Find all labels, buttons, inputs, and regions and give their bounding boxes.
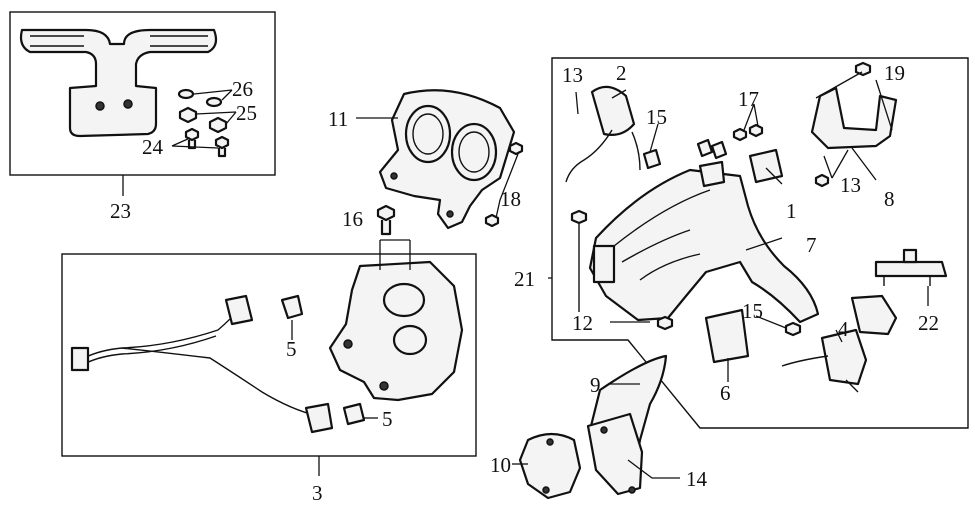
reflector-4 <box>850 294 898 336</box>
callout-6: 6 <box>720 381 731 405</box>
callout-11: 11 <box>328 107 348 131</box>
signal-wire <box>565 129 641 183</box>
callout-16: 16 <box>342 207 363 231</box>
callout-1: 1 <box>786 199 797 223</box>
nut-13-right <box>814 173 830 188</box>
bracket-8 <box>810 86 898 150</box>
harness-connector <box>70 346 90 372</box>
screw-18b <box>484 213 500 228</box>
callout-9: 9 <box>590 373 601 397</box>
nut-25a <box>178 106 198 124</box>
headlight-lens-upper <box>382 282 426 318</box>
screw-24a <box>184 127 200 150</box>
callout-7: 7 <box>806 233 817 257</box>
nut-25b <box>208 116 228 134</box>
reflector-1 <box>748 148 784 184</box>
bulb-5-lower <box>342 402 366 426</box>
callout-24: 24 <box>142 135 164 159</box>
washer-26a <box>177 88 195 100</box>
callout-3: 3 <box>312 481 323 505</box>
screw-18a <box>508 141 524 156</box>
screws-17 <box>732 123 764 142</box>
callout-10: 10 <box>490 453 511 477</box>
license-light-6 <box>704 308 750 364</box>
bulb-socket-lower <box>304 402 334 434</box>
inset-frame <box>9 11 276 176</box>
callout-12: 12 <box>572 311 593 335</box>
connector-15-upper <box>642 148 662 170</box>
callout-4: 4 <box>838 317 849 341</box>
headlight-wire-harness <box>83 307 319 417</box>
clip-pair <box>696 138 728 160</box>
bracket-10 <box>518 432 582 500</box>
fender-group <box>548 57 969 429</box>
bracket-hole-left <box>95 101 105 111</box>
fender-bracket <box>698 160 726 188</box>
callout-labels: 1 2 3 4 5 5 6 7 8 9 10 11 12 13 13 14 15… <box>110 61 939 505</box>
headlight-frame <box>61 253 477 457</box>
turn-signal-2 <box>590 85 636 136</box>
bracket-hole-right <box>123 99 133 109</box>
headlight-lens-lower <box>392 324 428 356</box>
rear-fender <box>588 168 820 324</box>
turn-signal-4 <box>820 328 868 386</box>
callout-13-left: 13 <box>562 63 583 87</box>
bolt-12-lower <box>656 315 674 331</box>
bolt-12-upper <box>570 209 588 225</box>
meter-housing-group <box>356 89 524 230</box>
callout-18: 18 <box>500 187 521 211</box>
license-plate-bracket <box>19 28 218 138</box>
callout-5-upper: 5 <box>286 337 297 361</box>
screw-24b <box>214 135 230 158</box>
bulb-5-upper <box>280 294 304 320</box>
headlight-group <box>61 204 477 476</box>
callout-21: 21 <box>514 267 535 291</box>
callout-8: 8 <box>884 187 895 211</box>
callout-25: 25 <box>236 101 257 125</box>
callout-26: 26 <box>232 77 253 101</box>
callout-19: 19 <box>884 61 905 85</box>
fender-frame <box>551 57 969 429</box>
inset-license-bracket-group <box>9 11 276 196</box>
callout-15-lower: 15 <box>742 299 763 323</box>
bracket-14 <box>586 412 644 496</box>
headlight-housing <box>328 260 464 402</box>
lower-bracket-group <box>512 354 680 500</box>
bracket-22-group <box>874 248 948 306</box>
washer-26b <box>205 96 223 108</box>
bulb-socket-upper <box>224 294 254 326</box>
connector-15-lower <box>784 321 802 337</box>
bolt-19 <box>854 61 872 77</box>
callout-13-right: 13 <box>840 173 861 197</box>
fender-light-lens <box>592 244 616 284</box>
callout-14: 14 <box>686 467 708 491</box>
screw-16 <box>376 204 396 236</box>
callout-15-upper: 15 <box>646 105 667 129</box>
callout-5-lower: 5 <box>382 407 393 431</box>
callout-2: 2 <box>616 61 627 85</box>
callout-23: 23 <box>110 199 131 223</box>
bracket-22 <box>874 260 948 278</box>
callout-22: 22 <box>918 311 939 335</box>
callout-17: 17 <box>738 87 759 111</box>
